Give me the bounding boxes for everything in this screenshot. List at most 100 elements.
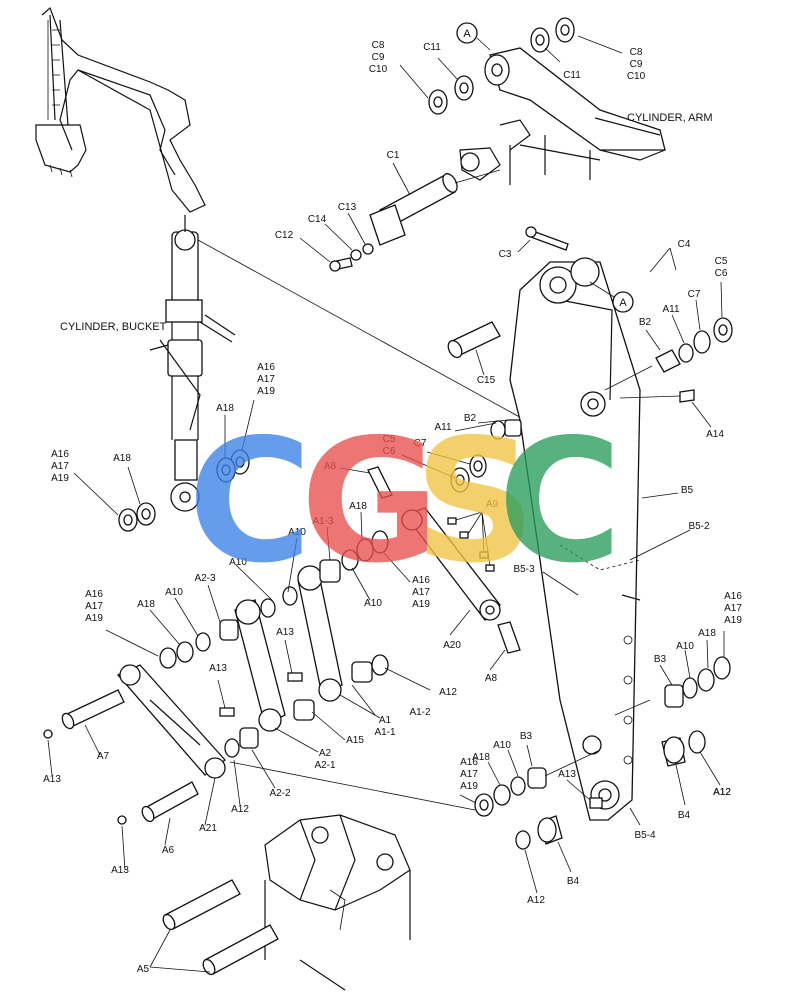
links-a1-a2 — [219, 559, 373, 749]
part-label-a12-d: A12 — [527, 895, 545, 906]
part-label-c15: C15 — [477, 375, 496, 386]
callout-a-top: A — [456, 22, 491, 51]
part-label-a5: A5 — [137, 964, 150, 975]
part-label-a12-c: A12 — [713, 787, 731, 798]
bushings-middle — [450, 419, 522, 493]
excavator-overview-drawing — [35, 6, 206, 213]
part-label-c7-r: C7 — [688, 289, 701, 300]
part-label-a9: A9 — [486, 499, 499, 510]
part-label-a18-top: A18 — [216, 403, 234, 414]
part-label-a18-left: A18 — [113, 453, 131, 464]
part-label-b2-r: B2 — [639, 317, 652, 328]
pin-c1 — [369, 169, 501, 246]
part-label-b4-b: B4 — [567, 876, 580, 887]
watermark-letter: G — [300, 403, 440, 601]
part-label-c11-b: C11 — [563, 70, 581, 81]
part-label-a18-r: A18 — [698, 628, 716, 639]
part-label-a12-a: A12 — [439, 687, 457, 698]
part-label-a7: A7 — [97, 751, 110, 762]
part-label-a13-c: A13 — [43, 774, 61, 785]
pin-a7 — [43, 689, 125, 739]
watermark-letter: C — [188, 403, 313, 601]
part-label-c4: C4 — [678, 239, 691, 250]
part-label-b5: B5 — [681, 485, 694, 496]
part-label-a12-e: A12 — [713, 787, 731, 798]
part-label-a11-m: A11 — [434, 422, 451, 433]
part-label-c12: C12 — [275, 230, 294, 241]
part-label-a15: A15 — [346, 735, 364, 746]
part-label-c13: C13 — [338, 202, 357, 213]
watermark-letter: S — [414, 403, 536, 601]
part-label-a18-m: A18 — [349, 501, 367, 512]
part-label-a8-top: A8 — [324, 461, 337, 472]
link-a21 — [116, 664, 226, 779]
grease-fitting-a14 — [619, 389, 695, 403]
svg-text:A: A — [619, 297, 627, 309]
part-label-c1: C1 — [387, 150, 400, 161]
washers-left-top — [118, 449, 250, 532]
watermark-letter: C — [498, 403, 623, 601]
part-label-b5-4: B5-4 — [634, 830, 656, 841]
part-label-c14: C14 — [308, 214, 327, 225]
title-cylinder-bucket: CYLINDER, BUCKET — [60, 321, 167, 333]
arm-body-b5 — [509, 257, 641, 821]
washers-links — [159, 530, 389, 758]
grease-a13-left — [219, 672, 303, 717]
bolt-c3 — [525, 226, 569, 251]
part-label-a1-3: A1-3 — [312, 516, 334, 527]
bushing-b2-right — [604, 317, 733, 391]
part-label-c3: C3 — [499, 249, 512, 260]
part-label-a13-d: A13 — [111, 865, 129, 876]
bucket-bracket — [264, 814, 411, 991]
part-label-b5-3: B5-3 — [513, 564, 535, 575]
part-label-a10-r: A10 — [676, 641, 694, 652]
pins-a5 — [162, 879, 279, 976]
part-label-c11-a: C11 — [423, 42, 441, 53]
part-label-a1-2: A1-2 — [409, 707, 431, 718]
callout-a-arm: A — [589, 281, 634, 313]
hardware-c12-c14 — [329, 243, 374, 272]
part-label-a10-c: A10 — [229, 557, 247, 568]
part-label-a18-l2: A18 — [137, 599, 155, 610]
part-label-a13-b: A13 — [209, 663, 227, 674]
title-cylinder-arm: CYLINDER, ARM — [627, 112, 713, 124]
part-label-b2-m: B2 — [464, 413, 477, 424]
part-label-a10-d: A10 — [165, 587, 183, 598]
part-label-b4-a: B4 — [678, 810, 691, 821]
arm-cylinder-drawing — [459, 47, 666, 185]
leader-lines — [47, 35, 725, 973]
part-label-a10-a: A10 — [288, 527, 306, 538]
pin-a6 — [117, 781, 199, 825]
part-label-a13-a: A13 — [276, 627, 294, 638]
part-label-a20: A20 — [443, 640, 461, 651]
washers-c8-c11-top — [428, 17, 575, 115]
part-label-a6: A6 — [162, 845, 175, 856]
part-label-b5-2: B5-2 — [688, 521, 710, 532]
part-label-b3-r: B3 — [654, 654, 667, 665]
part-label-a8-b: A8 — [485, 673, 498, 684]
bushings-bottom-right — [229, 656, 731, 850]
part-label-a11-r: A11 — [662, 304, 679, 315]
part-label-a21: A21 — [199, 823, 217, 834]
part-label-a2-2: A2-2 — [269, 788, 291, 799]
part-label-a13-e: A13 — [558, 769, 576, 780]
part-label-a10-e: A10 — [493, 740, 511, 751]
part-label-a12-b: A12 — [231, 804, 249, 815]
link-a20 — [401, 507, 521, 654]
pin-c15 — [447, 321, 501, 359]
svg-text:A: A — [463, 28, 471, 40]
